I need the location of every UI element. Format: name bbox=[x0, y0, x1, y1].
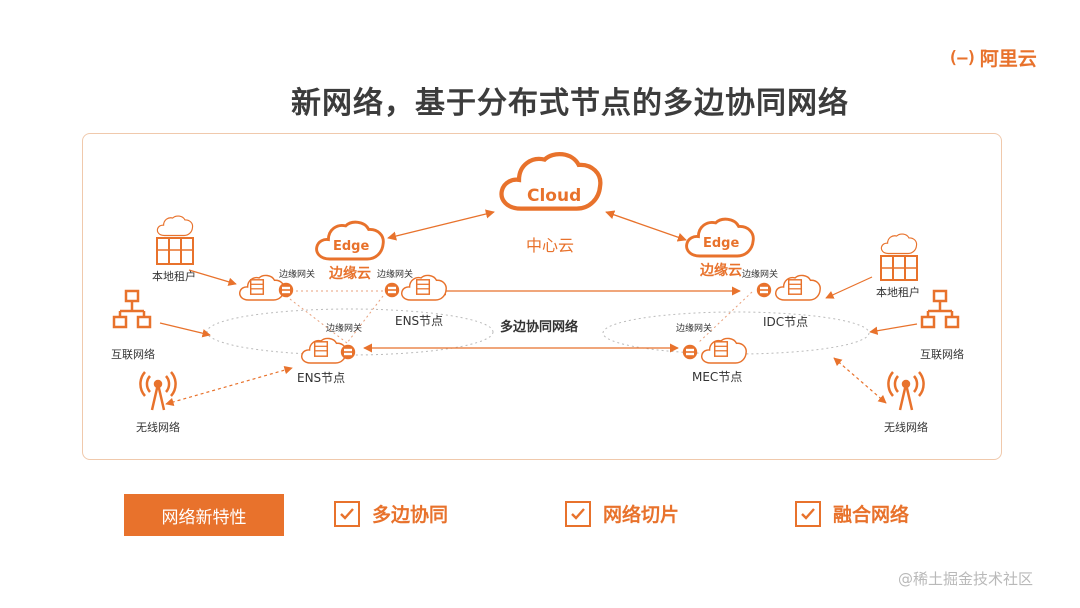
feature-item: 融合网络 bbox=[795, 500, 909, 527]
gateway-label: 边缘网关 bbox=[377, 270, 414, 280]
arrow-wireless-right bbox=[833, 357, 887, 404]
edge-cloud-label-right: 边缘云 bbox=[700, 263, 742, 279]
aliyun-logo: (–) 阿里云 bbox=[948, 44, 1037, 71]
checkbox-icon bbox=[795, 500, 821, 527]
gateway-label: 边缘网关 bbox=[326, 324, 363, 334]
checkbox-icon bbox=[334, 500, 360, 527]
gateway-icon bbox=[384, 282, 400, 298]
edge-label-right: Edge bbox=[703, 236, 740, 251]
gateway-label: 边缘网关 bbox=[676, 324, 713, 334]
mec-node-label: MEC节点 bbox=[692, 370, 743, 384]
tenant-icon-right bbox=[880, 233, 918, 281]
link-right-diag bbox=[697, 291, 753, 344]
internet-icon-left bbox=[112, 289, 152, 329]
internet-icon-right bbox=[920, 289, 960, 329]
feature-item: 网络切片 bbox=[565, 500, 679, 527]
arrow-tenant-right bbox=[825, 276, 873, 299]
page-title: 新网络，基于分布式节点的多边协同网络 bbox=[291, 86, 849, 121]
feature-label: 融合网络 bbox=[833, 504, 910, 526]
wireless-label-right: 无线网络 bbox=[884, 421, 928, 434]
arrow-cloud-edge-right bbox=[605, 210, 687, 242]
internet-label-right: 互联网络 bbox=[920, 348, 964, 361]
gateway-icon bbox=[756, 282, 772, 298]
wireless-tower-icon-left bbox=[139, 371, 177, 411]
cloud-label: Cloud bbox=[527, 186, 582, 206]
feature-label: 网络切片 bbox=[603, 504, 680, 526]
diagram-panel bbox=[82, 133, 1002, 460]
arrow-internet-left bbox=[159, 322, 211, 338]
gateway-label: 边缘网关 bbox=[279, 270, 316, 280]
ens-node-label: ENS节点 bbox=[297, 371, 346, 385]
feature-item: 多边协同 bbox=[334, 500, 448, 527]
collab-network-label: 多边协同网络 bbox=[500, 320, 579, 335]
wireless-label-left: 无线网络 bbox=[136, 421, 180, 434]
watermark: @稀土掘金技术社区 bbox=[898, 570, 1034, 588]
arrow-internet-right bbox=[869, 323, 918, 335]
idc-node-label: IDC节点 bbox=[763, 315, 809, 329]
link-left-diag1 bbox=[285, 295, 348, 344]
checkbox-icon bbox=[565, 500, 591, 527]
feature-badge: 网络新特性 bbox=[124, 494, 284, 536]
gateway-label: 边缘网关 bbox=[742, 270, 779, 280]
arrow-tenant-left bbox=[188, 269, 237, 286]
center-cloud-label: 中心云 bbox=[526, 236, 575, 255]
wireless-tower-icon-right bbox=[887, 371, 925, 411]
arrow-cloud-edge-left bbox=[387, 209, 495, 241]
arrow-wireless-left bbox=[165, 366, 293, 406]
gateway-icon bbox=[340, 344, 356, 360]
local-tenant-label-right: 本地租户 bbox=[876, 286, 920, 299]
internet-label-left: 互联网络 bbox=[111, 348, 155, 361]
logo-text: 阿里云 bbox=[979, 48, 1037, 70]
edge-cloud-label-left: 边缘云 bbox=[329, 266, 371, 282]
link-left-diag2 bbox=[346, 295, 384, 344]
tenant-icon-left bbox=[156, 215, 194, 265]
feature-label: 多边协同 bbox=[372, 504, 449, 526]
ens-node-label: ENS节点 bbox=[395, 314, 444, 328]
gateway-icon bbox=[278, 282, 294, 298]
right-edge-zone bbox=[602, 311, 870, 355]
gateway-icon bbox=[682, 344, 698, 360]
logo-icon: (–) bbox=[948, 47, 977, 68]
local-tenant-label-left: 本地租户 bbox=[152, 270, 196, 283]
edge-label-left: Edge bbox=[333, 239, 370, 254]
